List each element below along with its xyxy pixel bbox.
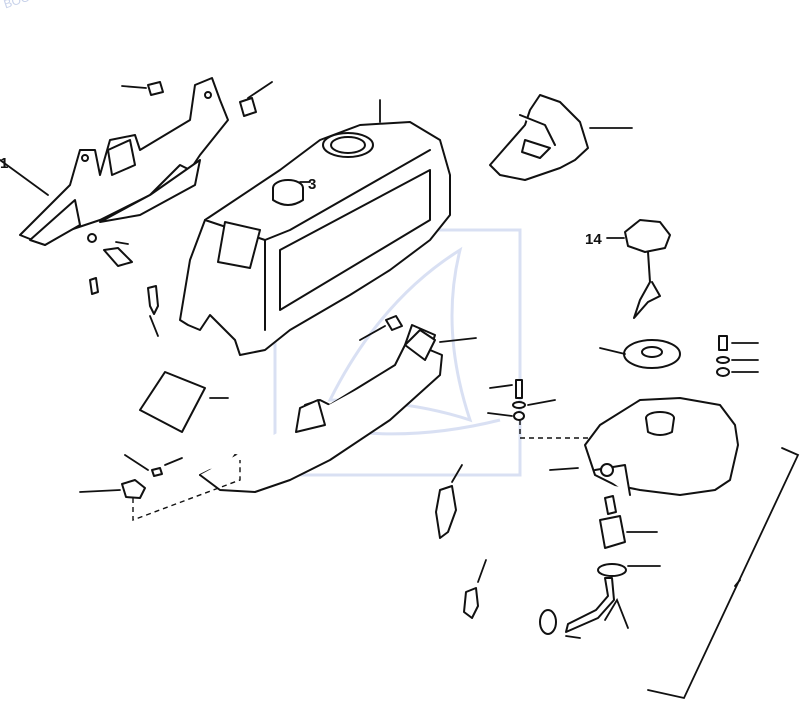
lower-center-pin — [359, 315, 403, 341]
upper-left-pin — [239, 81, 273, 117]
left-washer-plate — [87, 233, 133, 267]
upper-left-screw — [121, 81, 164, 96]
fuel-cap-with-gauge — [606, 219, 671, 319]
small-bracket-clip — [463, 559, 487, 619]
bottom-left-knob — [79, 454, 241, 522]
leader-bracket — [0, 159, 49, 196]
hose-clip — [539, 609, 581, 639]
left-stud — [147, 285, 159, 337]
fuel-tank — [549, 397, 739, 496]
lower-mounting-bracket — [199, 324, 477, 493]
left-small-bolt — [89, 277, 99, 295]
assembly-bracket — [647, 447, 800, 700]
fuel-petcock — [599, 495, 658, 549]
fuel-hose — [565, 577, 629, 633]
seal-ring — [139, 371, 229, 433]
callout-3: 3 — [308, 176, 316, 193]
right-screw-washers — [716, 335, 759, 377]
hose-clamp — [597, 563, 661, 577]
decal-plate — [435, 464, 463, 539]
filler-gasket — [599, 339, 681, 369]
upper-right-bracket — [489, 94, 633, 181]
center-screw-washers — [487, 379, 595, 439]
left-mounting-bracket — [19, 77, 229, 246]
tank-cover — [179, 99, 451, 356]
callout-14: 14 — [585, 231, 602, 248]
callout-bracket-label: 1 — [0, 155, 8, 172]
